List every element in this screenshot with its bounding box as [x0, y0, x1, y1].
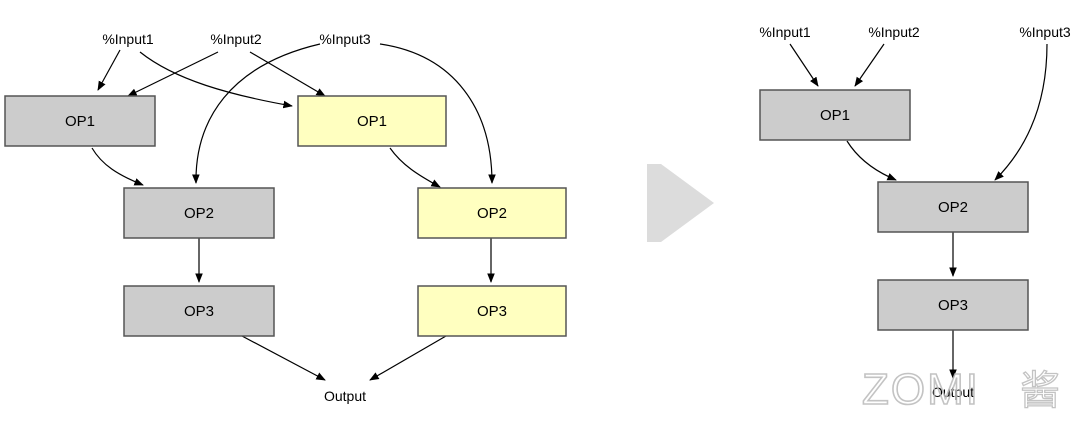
- left-edges: [91, 43, 496, 381]
- watermark-text: ZOMI: [862, 365, 980, 414]
- edge-input2-opA1: [127, 51, 219, 97]
- edge-input3-opB2: [379, 43, 496, 184]
- left-input2-label: %Input2: [210, 31, 262, 47]
- edge-r-input2-op1: [854, 43, 885, 87]
- left-opB2-node: OP2: [417, 187, 567, 239]
- edge-opB1-opB2: [389, 147, 441, 188]
- edge-opA3-output: [241, 335, 326, 381]
- left-input3-label: %Input3: [319, 31, 371, 47]
- right-op2-label: OP2: [938, 199, 968, 216]
- right-input1-label: %Input1: [759, 24, 811, 40]
- right-edges: [789, 43, 1048, 379]
- right-op3-label: OP3: [938, 297, 968, 314]
- edge-r-input1-op1: [789, 43, 819, 87]
- right-op3-node: OP3: [877, 279, 1029, 331]
- edge-r-input3-op2: [994, 43, 1048, 181]
- left-opA1-label: OP1: [65, 113, 95, 130]
- edge-input2-opB1: [249, 51, 326, 97]
- left-diagram: %Input1 %Input2 %Input3 OP1 OP2 OP3 OP1 …: [4, 31, 567, 404]
- right-op1-node: OP1: [759, 89, 911, 141]
- edge-r-op1-op2: [846, 140, 897, 181]
- left-opB1-node: OP1: [297, 95, 447, 147]
- left-opB3-label: OP3: [477, 303, 507, 320]
- edge-opA1-opA2: [91, 147, 144, 186]
- right-output-label: Output: [932, 384, 974, 400]
- edge-input1-opB1: [139, 51, 293, 109]
- right-op2-node: OP2: [877, 181, 1029, 233]
- left-output-label: Output: [324, 388, 366, 404]
- left-opB3-node: OP3: [417, 285, 567, 337]
- left-opA2-node: OP2: [123, 187, 275, 239]
- watermark: ZOMI 酱: [861, 364, 1060, 415]
- right-input2-label: %Input2: [868, 24, 920, 40]
- right-op1-label: OP1: [820, 107, 850, 124]
- left-opA1-node: OP1: [4, 95, 156, 147]
- left-opA2-label: OP2: [184, 205, 214, 222]
- left-opA3-node: OP3: [123, 285, 275, 337]
- left-opA3-label: OP3: [184, 303, 214, 320]
- left-opB1-label: OP1: [357, 113, 387, 130]
- edge-input1-opA1: [97, 49, 121, 91]
- edge-opB3-output: [369, 335, 447, 381]
- right-diagram: %Input1 %Input2 %Input3 OP1 OP2 OP3 Outp…: [759, 24, 1071, 400]
- edge-input3-opA2: [192, 43, 321, 184]
- watermark-glyph: 酱: [1020, 369, 1060, 413]
- right-input3-label: %Input3: [1019, 24, 1071, 40]
- left-input1-label: %Input1: [102, 31, 154, 47]
- left-opB2-label: OP2: [477, 205, 507, 222]
- transition-arrow-icon: [647, 164, 714, 242]
